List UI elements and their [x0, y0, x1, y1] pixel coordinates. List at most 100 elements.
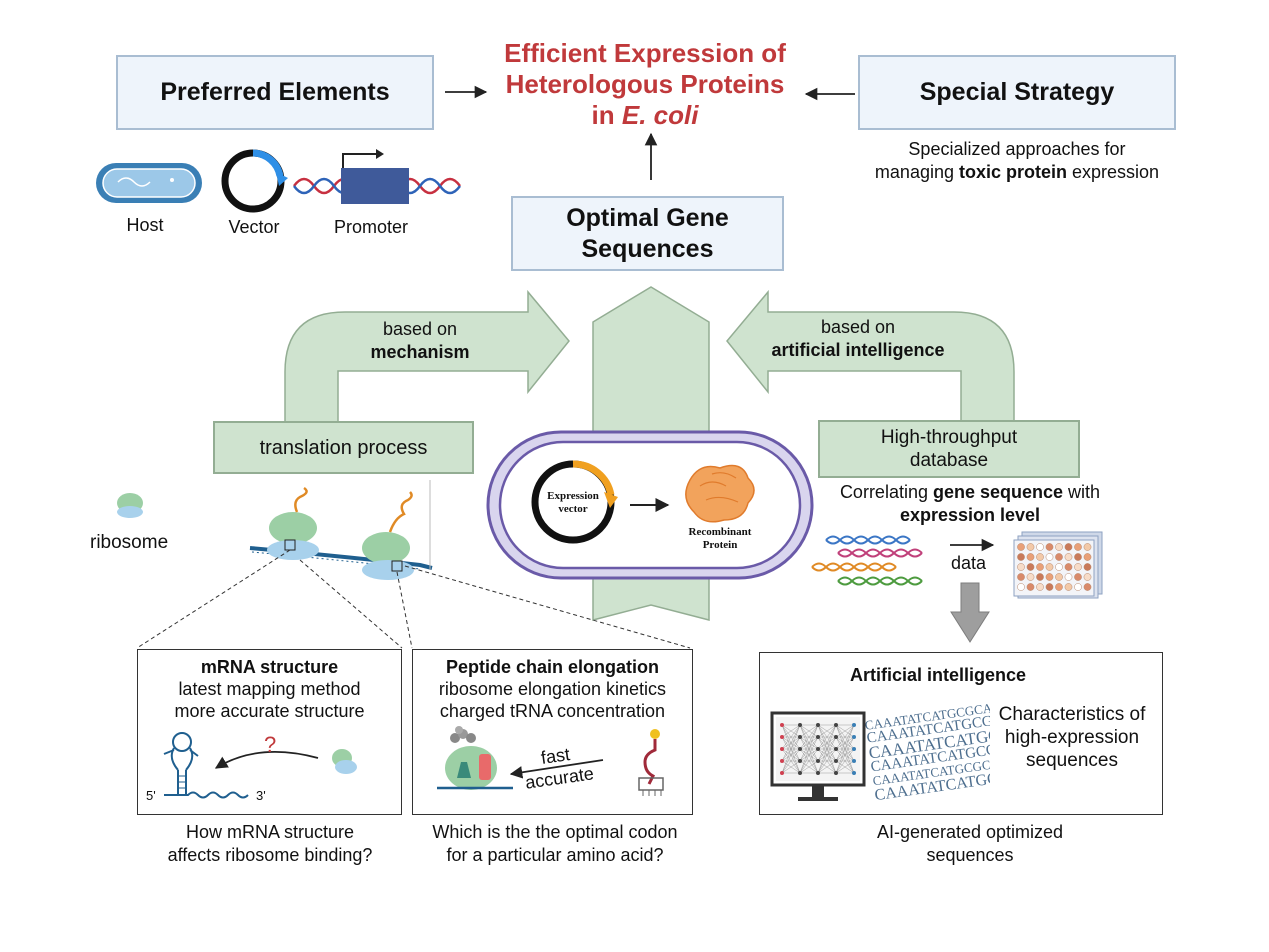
- nn-node: [816, 747, 820, 751]
- nn-edge: [799, 724, 819, 738]
- nn-edge: [835, 724, 855, 738]
- nn-node: [816, 723, 820, 727]
- plate-well: [1055, 553, 1063, 561]
- plate-well: [1026, 583, 1035, 591]
- high-throughput-database-box: High-throughput database: [818, 420, 1080, 478]
- ecoli-cell-illustration: [486, 430, 814, 580]
- plate-well: [1036, 583, 1044, 591]
- mechanism-line1: based on: [382, 319, 458, 339]
- title-line-3-prefix: in: [591, 100, 622, 130]
- plate-well: [1017, 573, 1025, 581]
- ai-panel-desc: Characteristics of high-expression seque…: [982, 703, 1162, 772]
- nn-edge: [835, 724, 855, 750]
- nn-node: [816, 735, 820, 739]
- recombinant-line2: Protein: [702, 539, 738, 551]
- nn-node: [834, 735, 838, 739]
- nn-node: [816, 759, 820, 763]
- host-icon: [96, 163, 202, 203]
- nn-node: [798, 759, 802, 763]
- neural-network-monitor-icon: [770, 711, 866, 801]
- correlating-line2: expression level: [899, 505, 1041, 525]
- plate-well: [1017, 543, 1025, 551]
- translation-process-box: translation process: [213, 421, 474, 474]
- plate-well: [1017, 583, 1025, 591]
- plate-well: [1045, 563, 1054, 571]
- peptide-panel-line1: ribosome elongation kinetics: [438, 679, 667, 699]
- nn-edge: [817, 760, 837, 774]
- plate-well: [1074, 543, 1082, 551]
- nn-edge: [835, 760, 855, 774]
- plate-well: [1064, 553, 1073, 561]
- title-line-2: Heterologous Proteins: [505, 69, 785, 99]
- special-strategy-desc-line2: managing toxic protein expression: [840, 161, 1194, 184]
- well-plate-icon: [1013, 531, 1103, 599]
- plate-well: [1074, 553, 1082, 561]
- nn-node: [852, 747, 856, 751]
- translation-process-label: translation process: [259, 436, 428, 459]
- peptide-caption-line1: Which is the the optimal codon: [432, 822, 678, 842]
- mechanism-line2: mechanism: [370, 342, 470, 362]
- nn-node: [798, 747, 802, 751]
- plate-well: [1045, 543, 1054, 551]
- optimal-line-1: Optimal Gene: [566, 203, 729, 232]
- nn-node: [852, 771, 856, 775]
- nn-edge: [817, 724, 837, 762]
- nn-edge: [781, 724, 801, 762]
- nn-edge: [835, 724, 855, 774]
- htdb-line1: High-throughput: [880, 427, 1018, 448]
- mechanism-curved-arrow: [284, 289, 570, 423]
- nn-node: [852, 759, 856, 763]
- preferred-elements-box: Preferred Elements: [116, 55, 434, 130]
- special-strategy-box: Special Strategy: [858, 55, 1176, 130]
- main-title: Efficient Expression of Heterologous Pro…: [470, 38, 820, 131]
- nn-edge: [817, 736, 837, 774]
- mrna-caption-line2: affects ribosome binding?: [167, 845, 373, 865]
- nn-edge: [799, 724, 819, 750]
- plate-well: [1064, 543, 1073, 551]
- mrna-panel-title: mRNA structure: [200, 657, 339, 677]
- peptide-panel-text: Peptide chain elongation ribosome elonga…: [413, 656, 692, 722]
- ai-caption-line2: sequences: [926, 845, 1014, 865]
- nn-edge: [781, 724, 801, 774]
- nn-node: [852, 735, 856, 739]
- peptide-elongation-panel: Peptide chain elongation ribosome elonga…: [412, 649, 693, 815]
- plate-well: [1045, 553, 1054, 561]
- correlating-text: Correlating gene sequence with expressio…: [800, 481, 1140, 527]
- mechanism-arrow-label: based on mechanism: [330, 318, 510, 364]
- plate-well: [1045, 573, 1054, 581]
- nn-edge: [799, 736, 819, 774]
- question-mark: ?: [264, 732, 277, 757]
- optimal-line-2: Sequences: [581, 234, 714, 263]
- corr-post: with: [1063, 482, 1101, 502]
- nn-edge: [799, 724, 819, 762]
- nn-edge: [817, 748, 837, 774]
- plate-well: [1064, 573, 1073, 581]
- nn-node: [780, 759, 784, 763]
- nn-edge: [799, 748, 819, 774]
- plate-well: [1083, 573, 1092, 581]
- mrna-hairpin-illustration: [163, 732, 357, 799]
- nn-node: [852, 723, 856, 727]
- mrna-panel-line2: more accurate structure: [174, 701, 365, 721]
- plate-well: [1064, 583, 1073, 591]
- ai-caption-line1: AI-generated optimized: [876, 822, 1064, 842]
- host-label: Host: [126, 215, 164, 235]
- sequence-lines: CAAATATCATGCGCAT CAAATATCATGCGCAT CAAATA…: [864, 703, 990, 803]
- plate-well: [1074, 563, 1082, 571]
- promoter-label: Promoter: [333, 217, 409, 237]
- nn-node: [798, 735, 802, 739]
- strategy-desc-bold: toxic protein: [958, 162, 1067, 182]
- nn-node: [780, 771, 784, 775]
- plate-well: [1026, 563, 1035, 571]
- nn-node: [834, 771, 838, 775]
- mrna-structure-panel: mRNA structure latest mapping method mor…: [137, 649, 402, 815]
- plate-well: [1055, 583, 1063, 591]
- three-prime-label: 3': [256, 788, 266, 803]
- five-prime-label: 5': [146, 788, 156, 803]
- ai-arrow-label: based on artificial intelligence: [756, 316, 960, 362]
- nn-edge: [835, 724, 855, 762]
- plate-well: [1055, 543, 1063, 551]
- nn-node: [834, 759, 838, 763]
- promoter-dna-icon: [292, 149, 462, 204]
- nn-edge: [781, 724, 801, 750]
